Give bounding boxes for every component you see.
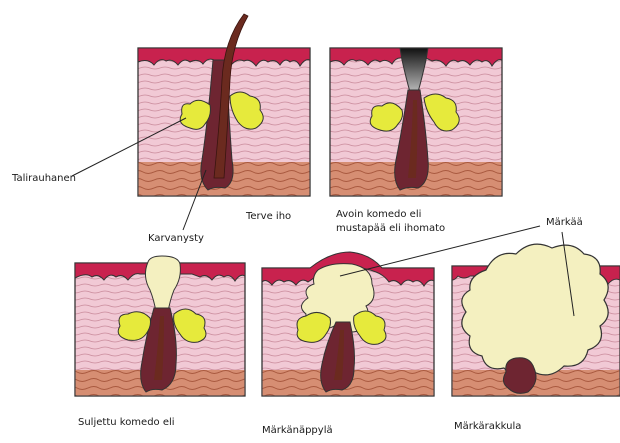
cyst-follicle-remnant bbox=[503, 358, 536, 394]
panel-cyst bbox=[452, 244, 620, 396]
label-pustule: Märkänäppylä bbox=[262, 424, 333, 437]
panel-open-comedo bbox=[330, 48, 502, 196]
cyst-pus-mass bbox=[462, 244, 608, 376]
label-healthy-skin: Terve iho bbox=[246, 210, 291, 223]
panel-healthy-skin bbox=[138, 14, 310, 196]
label-pus: Märkää bbox=[546, 216, 583, 229]
label-closed-comedo: Suljettu komedo eli bbox=[78, 416, 175, 429]
label-open-comedo-line1: Avoin komedo eli bbox=[336, 208, 421, 221]
label-hair-follicle: Karvanysty bbox=[148, 232, 204, 245]
label-open-comedo-line2: mustapää eli ihomato bbox=[336, 222, 445, 235]
label-cyst: Märkärakkula bbox=[454, 420, 521, 433]
panel-closed-comedo bbox=[75, 256, 245, 396]
label-sebaceous-gland: Talirauhanen bbox=[12, 172, 76, 185]
